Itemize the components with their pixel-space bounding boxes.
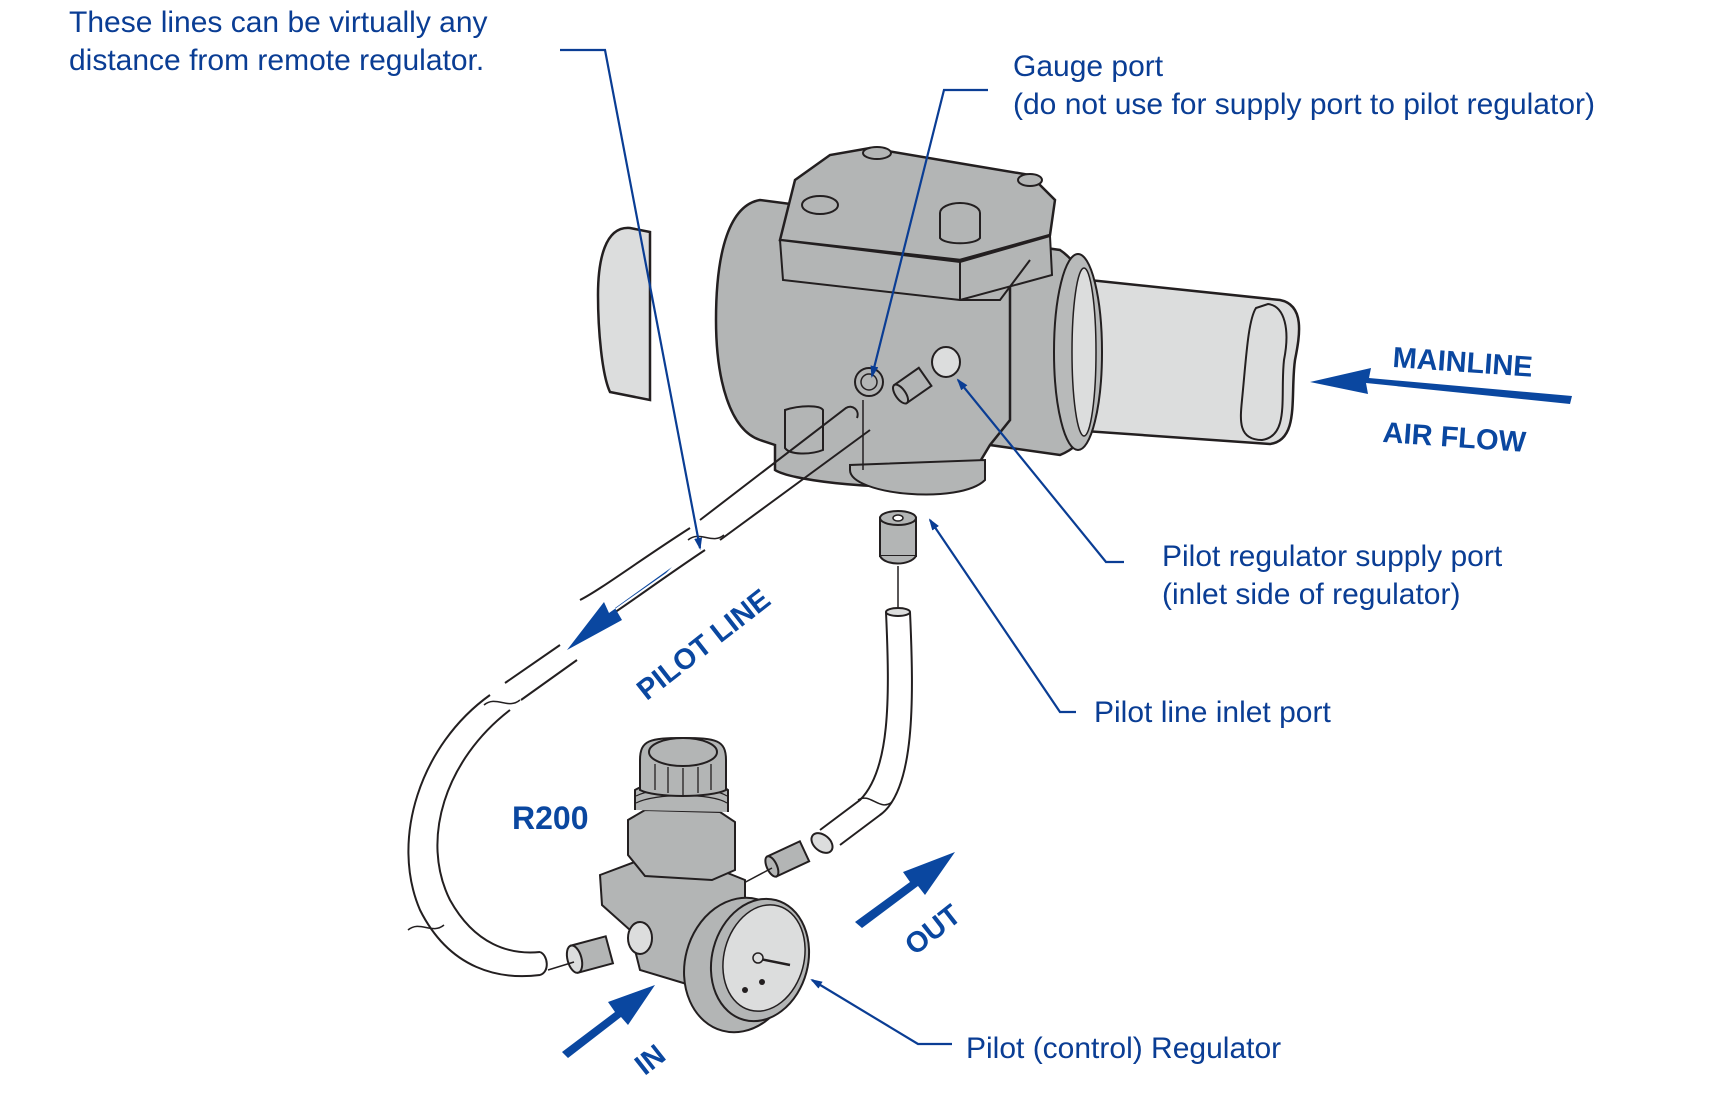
- supply-port-note: (inlet side of regulator): [1162, 578, 1461, 611]
- leader-pilot-regulator: [810, 978, 952, 1046]
- inlet-port-label: Pilot line inlet port: [1094, 696, 1331, 729]
- out-fitting: [739, 839, 811, 886]
- mainline-flow-arrow: [1310, 368, 1572, 404]
- out-flow-arrow: [855, 852, 955, 928]
- pilot-line-flow-arrow: [567, 567, 672, 650]
- mainline-pipe-right: [1068, 276, 1301, 446]
- mainline-pipe-left: [596, 226, 652, 402]
- leader-supply-port: [956, 378, 1124, 564]
- valve-body: [714, 146, 1103, 496]
- pilot-regulator-label: Pilot (control) Regulator: [966, 1032, 1282, 1065]
- gauge-port-label: Gauge port: [1013, 50, 1164, 83]
- in-flow-arrow: [562, 985, 655, 1058]
- inlet-fitting: [879, 510, 917, 610]
- out-tube: [810, 607, 913, 854]
- in-fitting: [547, 935, 615, 974]
- supply-port-label: Pilot regulator supply port: [1162, 540, 1503, 573]
- callout-leaders: [560, 48, 1124, 1046]
- leader-distance-note: [560, 48, 703, 550]
- leader-gauge-port: [870, 88, 988, 378]
- model-label: R200: [512, 800, 589, 836]
- gauge-port-note: (do not use for supply port to pilot reg…: [1013, 88, 1595, 121]
- pilot-regulator: [598, 736, 746, 987]
- pressure-gauge: [683, 896, 811, 1034]
- distance-note-line1: These lines can be virtually any: [69, 6, 488, 39]
- distance-note-line2: distance from remote regulator.: [69, 44, 485, 77]
- leader-inlet-port: [928, 518, 1076, 714]
